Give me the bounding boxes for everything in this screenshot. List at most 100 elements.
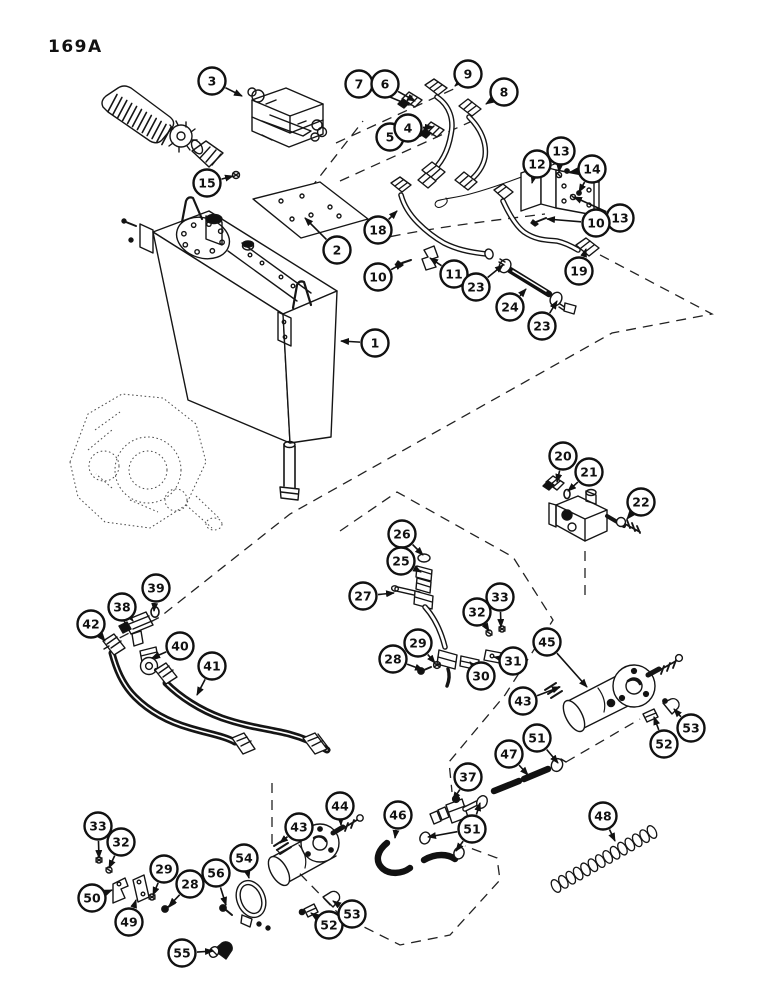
callout-46: 46: [383, 800, 413, 839]
callout-30: 30: [466, 661, 496, 691]
callout-29: 29: [403, 628, 436, 664]
callout-13: 13: [546, 136, 576, 173]
svg-text:23: 23: [467, 280, 484, 295]
svg-text:44: 44: [331, 799, 349, 814]
svg-text:6: 6: [381, 77, 390, 92]
svg-text:11: 11: [445, 267, 462, 282]
svg-text:30: 30: [472, 669, 490, 684]
hw-bottom-left-drawing: [95, 856, 271, 960]
callout-56: 56: [201, 858, 231, 906]
svg-text:10: 10: [369, 270, 387, 285]
svg-text:39: 39: [147, 581, 164, 596]
callout-39: 39: [141, 573, 171, 612]
svg-text:29: 29: [155, 862, 172, 877]
hw-28-33-drawing: [417, 625, 513, 675]
svg-text:26: 26: [393, 527, 411, 542]
callout-20: 20: [548, 441, 578, 483]
svg-text:50: 50: [83, 891, 101, 906]
cylinder-45-drawing: [544, 653, 684, 733]
callout-47: 47: [494, 739, 529, 776]
cylinder-44-drawing: [267, 814, 364, 918]
svg-text:13: 13: [552, 144, 569, 159]
svg-text:20: 20: [554, 449, 572, 464]
svg-text:28: 28: [181, 877, 198, 892]
svg-text:8: 8: [500, 85, 509, 100]
mounting-plate-drawing: [231, 170, 369, 239]
callout-28: 28: [378, 644, 424, 674]
callout-28: 28: [168, 869, 205, 907]
hose-24-drawing: [498, 258, 577, 315]
callout-14: 14: [569, 154, 607, 184]
callout-extra-leader: [578, 181, 586, 193]
callout-1: 1: [340, 328, 390, 358]
svg-text:32: 32: [468, 605, 485, 620]
callout-48: 48: [588, 801, 618, 842]
callout-41: 41: [196, 651, 227, 696]
gear-shaft-drawing: [101, 85, 224, 168]
svg-text:38: 38: [113, 600, 130, 615]
callout-21: 21: [567, 457, 604, 492]
svg-text:53: 53: [343, 907, 360, 922]
svg-text:43: 43: [290, 820, 307, 835]
svg-text:15: 15: [198, 176, 215, 191]
callout-15: 15: [192, 168, 234, 198]
svg-text:27: 27: [354, 589, 371, 604]
svg-text:22: 22: [632, 495, 649, 510]
svg-text:40: 40: [171, 639, 189, 654]
callout-44: 44: [325, 791, 355, 826]
callout-10: 10: [363, 262, 404, 292]
svg-text:49: 49: [120, 915, 137, 930]
valve-22-drawing: [548, 488, 641, 542]
callout-33: 33: [83, 811, 113, 859]
svg-text:55: 55: [173, 946, 190, 961]
svg-text:45: 45: [538, 635, 555, 650]
spiral-wrap-48-drawing: [550, 825, 658, 893]
callout-50: 50: [77, 883, 113, 913]
callout-23: 23: [527, 300, 558, 341]
callout-12: 12: [522, 149, 552, 184]
callout-9: 9: [453, 59, 483, 89]
callout-49: 49: [114, 899, 144, 937]
fitting-25-26-drawing: [415, 553, 433, 594]
tube-9-drawing: [417, 78, 455, 189]
callout-53: 53: [332, 899, 367, 929]
callout-2: 2: [304, 217, 352, 265]
callout-13: 13: [573, 196, 635, 233]
tube-18-drawing: [390, 176, 494, 260]
callout-43: 43: [279, 812, 314, 844]
svg-text:19: 19: [570, 264, 587, 279]
callout-32: 32: [462, 597, 492, 632]
callout-26: 26: [387, 519, 424, 556]
svg-text:41: 41: [203, 659, 220, 674]
svg-text:18: 18: [369, 223, 386, 238]
svg-text:9: 9: [464, 67, 473, 82]
svg-text:10: 10: [587, 216, 605, 231]
hose-46-drawing: [374, 831, 465, 877]
svg-text:3: 3: [208, 74, 217, 89]
svg-text:13: 13: [611, 211, 628, 226]
svg-text:53: 53: [682, 721, 699, 736]
svg-text:46: 46: [389, 808, 407, 823]
tube-8-drawing: [454, 98, 489, 191]
callout-38: 38: [107, 592, 137, 622]
callout-24: 24: [495, 288, 527, 322]
svg-text:54: 54: [235, 851, 253, 866]
callout-6: 6: [370, 69, 416, 102]
hose-41-drawing: [154, 662, 331, 755]
callout-40: 40: [151, 631, 195, 661]
callout-extra-leader: [474, 802, 481, 815]
callout-51: 51: [427, 814, 487, 844]
callout-10: 10: [546, 208, 611, 238]
callout-51: 51: [522, 723, 559, 764]
callout-19: 19: [564, 248, 594, 286]
callout-22: 22: [626, 487, 656, 520]
tee-38-drawing: [118, 611, 154, 647]
callout-31: 31: [493, 646, 528, 676]
callout-4: 4: [393, 113, 434, 143]
svg-text:21: 21: [580, 465, 597, 480]
callout-11: 11: [429, 257, 469, 289]
svg-text:24: 24: [501, 300, 519, 315]
svg-text:51: 51: [463, 822, 480, 837]
